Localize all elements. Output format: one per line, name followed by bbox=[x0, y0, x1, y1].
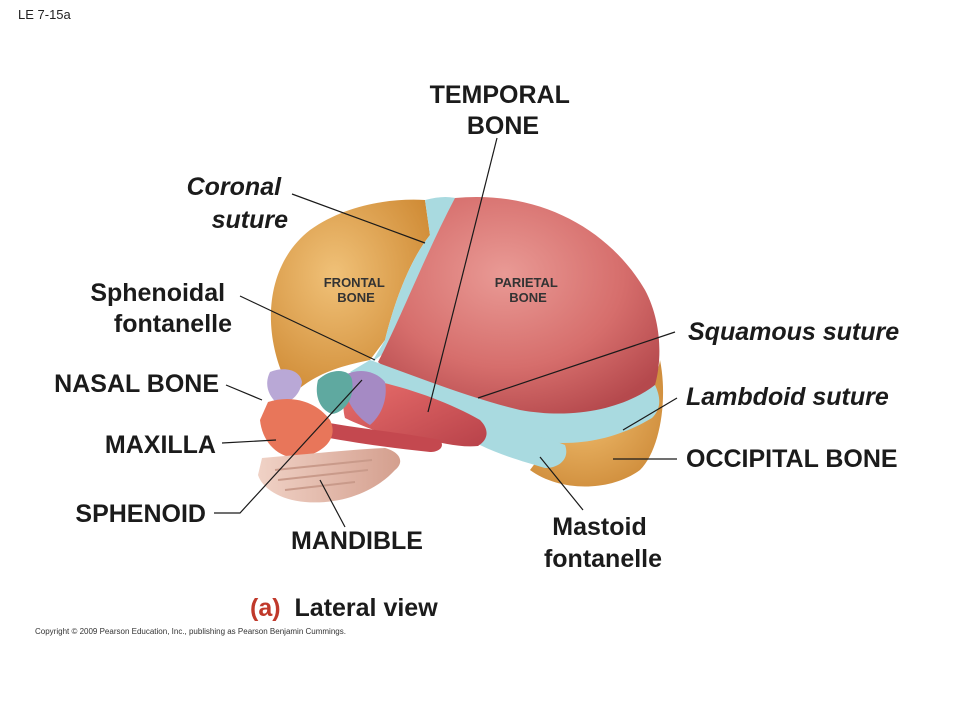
zygomatic-arch-shape bbox=[315, 420, 442, 452]
sphenoid-shape bbox=[345, 370, 386, 425]
skull-illustration bbox=[258, 196, 664, 503]
caption-text: Lateral view bbox=[295, 594, 439, 622]
squamous-suture-callout: Squamous suture bbox=[688, 318, 899, 346]
frontal-bone-shape bbox=[270, 199, 430, 388]
figure-caption: (a) Lateral view bbox=[250, 594, 438, 622]
coronal-suture-callout: Coronal suture bbox=[187, 173, 289, 234]
lambdoid-suture-callout: Lambdoid suture bbox=[686, 383, 889, 411]
figure-id: LE 7-15a bbox=[18, 7, 72, 22]
leader-lines bbox=[214, 137, 678, 528]
maxilla-shape bbox=[260, 399, 333, 458]
frontal-bone-label: FRONTAL BONE bbox=[324, 275, 389, 305]
mandible-callout: MANDIBLE bbox=[291, 527, 423, 555]
nasal-bone-callout: NASAL BONE bbox=[54, 370, 219, 398]
copyright-notice: Copyright © 2009 Pearson Education, Inc.… bbox=[35, 627, 346, 636]
sphenoid-callout: SPHENOID bbox=[75, 500, 206, 528]
maxilla-callout: MAXILLA bbox=[105, 431, 216, 459]
caption-letter: (a) bbox=[250, 594, 281, 622]
temporal-bone-callout: TEMPORAL BONE bbox=[430, 81, 577, 140]
lambdoid-suture-shape bbox=[350, 360, 660, 444]
occipital-bone-callout: OCCIPITAL BONE bbox=[686, 445, 898, 473]
mastoid-fontanelle-callout: Mastoid fontanelle bbox=[544, 513, 662, 573]
parietal-bone-label: PARIETAL BONE bbox=[495, 275, 561, 305]
orbit-shape bbox=[316, 371, 353, 414]
mastoid-fontanelle-shape bbox=[480, 425, 567, 468]
parietal-bone-shape bbox=[378, 196, 660, 419]
mandible-detail bbox=[274, 459, 373, 491]
nasal-bone-shape bbox=[267, 369, 302, 404]
sphenoidal-fontanelle-callout: Sphenoidal fontanelle bbox=[90, 279, 232, 338]
